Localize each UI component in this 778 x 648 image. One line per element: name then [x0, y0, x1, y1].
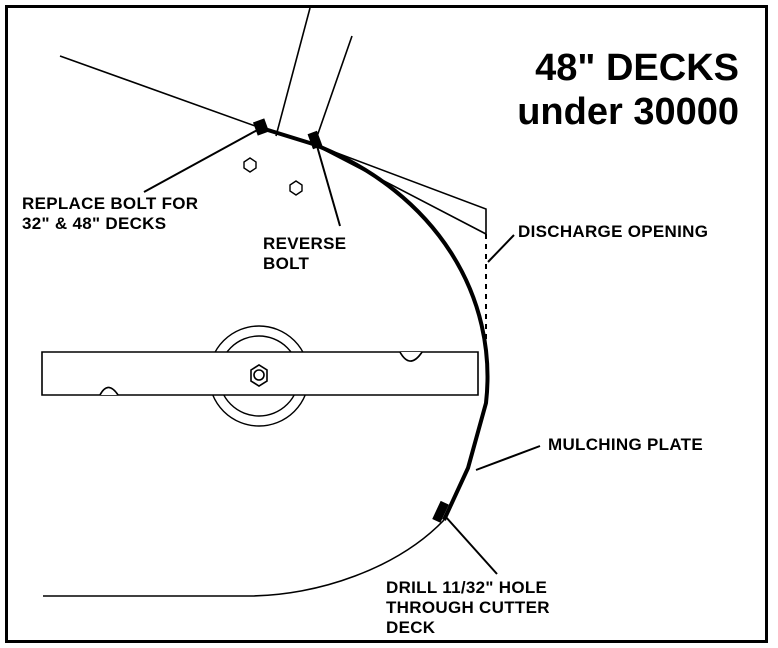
leader-lines — [143, 127, 541, 575]
mulching-plate — [257, 125, 490, 521]
drill-label-line2: THROUGH CUTTER — [386, 598, 550, 617]
bolt-heads — [252, 118, 449, 523]
title-line-2: under 30000 — [517, 91, 739, 133]
replace-bolt-label-line1: REPLACE BOLT FOR — [22, 194, 199, 213]
discharge-leader — [487, 234, 515, 263]
discharge-deflector — [312, 143, 487, 236]
replace-bolt-label-line2: 32" & 48" DECKS — [22, 214, 167, 233]
drill-hole-label: DRILL 11/32" HOLE THROUGH CUTTER DECK — [386, 578, 550, 638]
deck-holes — [243, 157, 303, 196]
discharge-opening-label: DISCHARGE OPENING — [518, 222, 708, 242]
drill-hole-bolt — [432, 500, 449, 523]
drill-label-line3: DECK — [386, 618, 436, 637]
mulching-plate-diagram — [41, 8, 541, 597]
reverse-bolt-label-line2: BOLT — [263, 254, 310, 273]
deck-title: 48" DECKS under 30000 — [517, 46, 739, 134]
discharge-chute — [275, 8, 353, 149]
replace-bolt-label: REPLACE BOLT FOR 32" & 48" DECKS — [22, 194, 198, 234]
reverse-bolt — [307, 130, 323, 150]
replace-bolt-leader — [143, 127, 262, 193]
mulching-plate-leader — [475, 445, 541, 471]
diagram-frame: 48" DECKS under 30000 REPLACE BOLT FOR 3… — [5, 5, 768, 643]
drill-label-line1: DRILL 11/32" HOLE — [386, 578, 548, 597]
reverse-bolt-label-line1: REVERSE — [263, 234, 347, 253]
title-line-1: 48" DECKS — [535, 47, 739, 89]
reverse-bolt-label: REVERSE BOLT — [263, 234, 346, 274]
mulching-plate-label: MULCHING PLATE — [548, 435, 703, 455]
mulching-plate-text: MULCHING PLATE — [548, 435, 703, 454]
reverse-bolt-leader — [316, 145, 341, 227]
deck-bottom-edge — [43, 519, 445, 597]
replace-bolt — [252, 118, 270, 136]
discharge-opening-text: DISCHARGE OPENING — [518, 222, 709, 241]
blade-bolt — [250, 364, 268, 387]
drill-leader — [444, 515, 498, 575]
